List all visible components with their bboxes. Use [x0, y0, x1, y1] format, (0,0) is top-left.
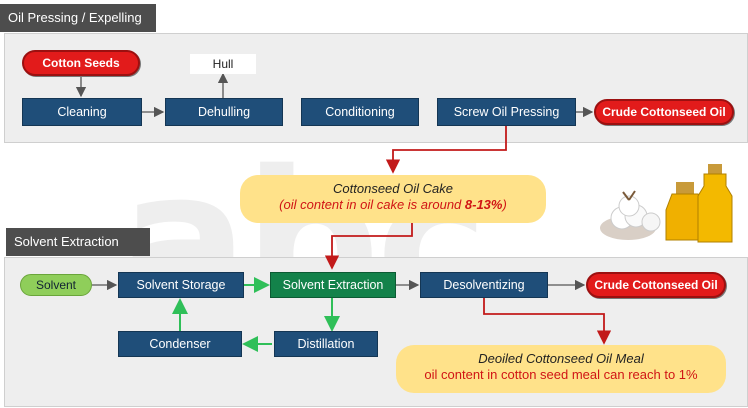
cotton-oil-illustration [596, 160, 746, 250]
node-condenser: Condenser [118, 331, 242, 357]
pressing-tab: Oil Pressing / Expelling [0, 4, 156, 32]
node-cotton-seeds: Cotton Seeds [22, 50, 140, 76]
node-distillation: Distillation [274, 331, 378, 357]
node-conditioning: Conditioning [301, 98, 419, 126]
node-screw-oil-pressing: Screw Oil Pressing [437, 98, 576, 126]
node-hull: Hull [190, 54, 256, 74]
node-cleaning: Cleaning [22, 98, 142, 126]
node-solvent: Solvent [20, 274, 92, 296]
node-solvent-storage: Solvent Storage [118, 272, 244, 298]
node-crude-oil-2: Crude Cottonseed Oil [586, 272, 726, 298]
extraction-tab: Solvent Extraction [6, 228, 150, 256]
node-desolventizing: Desolventizing [420, 272, 548, 298]
node-crude-oil-1: Crude Cottonseed Oil [594, 99, 734, 125]
arrow-desolv-meal [483, 298, 612, 345]
node-dehulling: Dehulling [165, 98, 283, 126]
meal-callout: Deoiled Cottonseed Oil Meal oil content … [396, 345, 726, 393]
meal-title: Deoiled Cottonseed Oil Meal [478, 351, 644, 366]
arrow-cake-extraction [324, 215, 413, 270]
cake-callout: Cottonseed Oil Cake (oil content in oil … [240, 175, 546, 223]
cake-note: (oil content in oil cake is around 8-13%… [240, 197, 546, 212]
meal-note: oil content in cotton seed meal can reac… [424, 367, 698, 382]
cake-note-prefix: (oil content in oil cake is around [279, 197, 465, 212]
cake-title: Cottonseed Oil Cake [333, 181, 453, 196]
node-solvent-extraction: Solvent Extraction [270, 272, 396, 298]
arrow-pressing-cake [385, 126, 507, 174]
cake-note-highlight: 8-13% [464, 197, 503, 212]
cake-note-suffix: ) [502, 197, 507, 212]
